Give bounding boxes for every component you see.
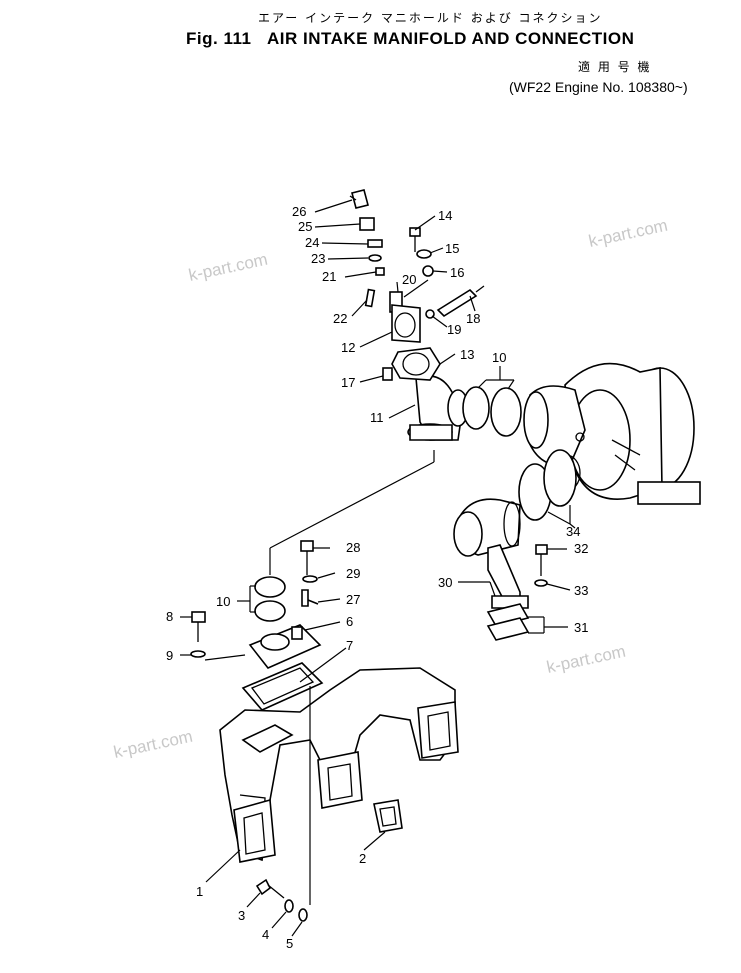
callout-19: 19 — [447, 322, 461, 337]
callout-28: 28 — [346, 540, 360, 555]
callout-22: 22 — [333, 311, 347, 326]
callout-13: 13 — [460, 347, 474, 362]
callout-18: 18 — [466, 311, 480, 326]
watermark: k-part.com — [187, 250, 269, 285]
callout-27: 27 — [346, 592, 360, 607]
watermark: k-part.com — [545, 642, 627, 677]
callout-24: 24 — [305, 235, 319, 250]
callout-11: 11 — [370, 410, 384, 425]
intake-manifold-drawing — [219, 667, 459, 922]
callout-12: 12 — [341, 340, 355, 355]
callout-15: 15 — [445, 241, 459, 256]
callout-31: 31 — [574, 620, 588, 635]
callout-33: 33 — [574, 583, 588, 598]
callout-21: 21 — [322, 269, 336, 284]
figure-label: Fig. 111 — [186, 29, 251, 48]
callout-1: 1 — [196, 884, 203, 899]
callout-16: 16 — [450, 265, 464, 280]
callout-34: 34 — [566, 524, 580, 539]
elbow-pipe-drawing — [407, 375, 522, 441]
watermark: k-part.com — [587, 216, 669, 251]
english-title: AIR INTAKE MANIFOLD AND CONNECTION — [267, 29, 634, 48]
callout-4: 4 — [262, 927, 269, 942]
callout-labels: 26 25 24 23 21 20 22 12 17 11 14 15 16 1… — [166, 204, 588, 951]
callout-25: 25 — [298, 219, 312, 234]
callout-29: 29 — [346, 566, 360, 581]
callout-7: 7 — [346, 638, 353, 653]
callout-8: 8 — [166, 609, 173, 624]
callout-17: 17 — [341, 375, 355, 390]
applicability-text: (WF22 Engine No. 108380~) — [509, 79, 688, 95]
bolt-8-drawing — [190, 611, 206, 658]
callout-6: 6 — [346, 614, 353, 629]
callout-5: 5 — [286, 936, 293, 951]
callout-20: 20 — [402, 272, 416, 287]
applicability-japanese: 適 用 号 機 — [578, 59, 651, 74]
fittings-drawing — [349, 189, 485, 381]
callout-14: 14 — [438, 208, 452, 223]
connector-pipe-drawing — [453, 449, 577, 641]
callout-10-top: 10 — [492, 350, 506, 365]
watermark: k-part.com — [112, 727, 194, 762]
callout-30: 30 — [438, 575, 452, 590]
callout-9: 9 — [166, 648, 173, 663]
turbocharger-drawing — [523, 362, 701, 505]
callout-2: 2 — [359, 851, 366, 866]
japanese-title: エアー インテーク マニホールド および コネクション — [258, 11, 603, 25]
callout-23: 23 — [311, 251, 325, 266]
callout-26: 26 — [292, 204, 306, 219]
leader-lines — [180, 199, 576, 937]
callout-3: 3 — [238, 908, 245, 923]
callout-32: 32 — [574, 541, 588, 556]
connector-drawing — [241, 540, 324, 711]
callout-10-left: 10 — [216, 594, 230, 609]
